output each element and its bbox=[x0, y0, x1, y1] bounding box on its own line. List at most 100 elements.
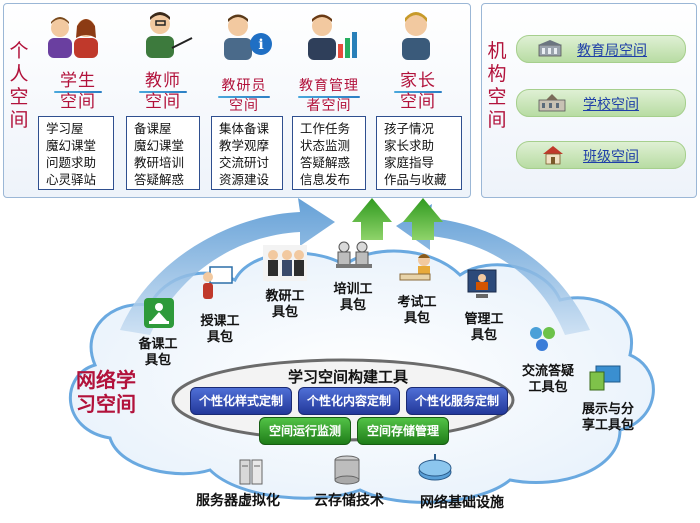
feature-item: 工作任务 bbox=[300, 121, 351, 136]
tool-label: 工具包 bbox=[528, 380, 568, 395]
feature-item: 备课屋 bbox=[134, 121, 172, 136]
network-space-title: 网络学 习空间 bbox=[76, 368, 136, 416]
svg-text:i: i bbox=[258, 37, 263, 53]
title-char: 间 bbox=[487, 109, 507, 131]
tool-label: 具包 bbox=[403, 311, 430, 326]
exam-toolkit: 考试工 具包 bbox=[391, 295, 443, 327]
green-arrow-left bbox=[352, 198, 392, 240]
management-toolkit: 管理工 具包 bbox=[458, 312, 510, 344]
network-title-line: 习空间 bbox=[76, 392, 136, 416]
role-student: 学生空间 bbox=[50, 72, 106, 111]
role-name: 教师空间 bbox=[135, 72, 191, 111]
qa-exchange-icon bbox=[530, 327, 555, 351]
role-parent: 家长空间 bbox=[390, 72, 446, 111]
content-customization-button[interactable]: 个性化内容定制 bbox=[298, 387, 400, 415]
tool-label: 享工具包 bbox=[581, 418, 634, 433]
feature-item: 家长求助 bbox=[384, 138, 435, 153]
tool-label: 授课工 bbox=[200, 314, 240, 329]
bureau-building-icon bbox=[538, 40, 562, 57]
manager-avatar-icon bbox=[308, 14, 357, 60]
role-manager: 教育管理者空间 bbox=[294, 78, 364, 115]
title-char: 间 bbox=[9, 109, 29, 131]
feature-item: 状态监测 bbox=[300, 138, 351, 153]
tool-label: 培训工 bbox=[333, 282, 373, 297]
network-router-icon bbox=[418, 454, 452, 481]
title-char: 机 bbox=[487, 40, 507, 62]
feature-item: 集体备课 bbox=[219, 121, 270, 136]
role-researcher: 教研员空间 bbox=[214, 78, 274, 115]
tool-label: 管理工 bbox=[464, 312, 504, 327]
bureau-space-label[interactable]: 教育局空间 bbox=[577, 43, 647, 59]
feature-item: 资源建设 bbox=[219, 172, 270, 187]
showcase-share-icon bbox=[589, 365, 621, 391]
style-customization-button[interactable]: 个性化样式定制 bbox=[190, 387, 292, 415]
tool-label: 具包 bbox=[339, 298, 366, 313]
network-infrastructure-label: 网络基础设施 bbox=[420, 495, 504, 511]
feature-item: 学习屋 bbox=[46, 121, 84, 136]
lesson-prep-icon bbox=[144, 298, 174, 328]
teaching-toolkit: 授课工 具包 bbox=[194, 314, 246, 346]
title-char: 人 bbox=[9, 63, 29, 85]
role-name: 家长空间 bbox=[390, 72, 446, 111]
feature-item: 教研培训 bbox=[134, 155, 185, 170]
cloud-storage-icon bbox=[334, 455, 360, 485]
feature-item: 心灵驿站 bbox=[46, 172, 97, 187]
network-title-line: 网络学 bbox=[76, 368, 136, 392]
feature-item: 教学观摩 bbox=[219, 138, 270, 153]
role-name: 学生空间 bbox=[50, 72, 106, 111]
green-arrow-right bbox=[403, 198, 443, 240]
space-storage-button[interactable]: 空间存储管理 bbox=[357, 417, 449, 445]
training-toolkit: 培训工 具包 bbox=[327, 282, 379, 314]
feature-item: 家庭指导 bbox=[384, 155, 435, 170]
exam-icon bbox=[399, 254, 431, 281]
bureau-space-link[interactable]: 教育局空间 bbox=[516, 35, 686, 63]
students-avatar-icon bbox=[48, 17, 98, 58]
research-toolkit: 教研工 具包 bbox=[259, 289, 311, 321]
role-name: 教研员空间 bbox=[214, 78, 274, 115]
right-curved-arrow bbox=[396, 204, 590, 335]
personal-space-title: 个 人 空 间 bbox=[8, 40, 30, 132]
left-curved-arrow bbox=[120, 198, 335, 335]
parent-features-box: 孩子情况 家长求助 家庭指导 作品与收藏 bbox=[376, 116, 462, 190]
parent-avatar-icon bbox=[402, 12, 430, 60]
teacher-features-box: 备课屋 魔幻课堂 教研培训 答疑解惑 bbox=[126, 116, 200, 190]
tool-label: 具包 bbox=[271, 305, 298, 320]
researcher-avatar-icon: i bbox=[224, 14, 272, 60]
tool-label: 具包 bbox=[470, 328, 497, 343]
showcase-share-toolkit: 展示与分 享工具包 bbox=[574, 402, 642, 434]
tool-label: 交流答疑 bbox=[521, 364, 574, 379]
class-space-link[interactable]: 班级空间 bbox=[516, 141, 686, 169]
management-icon bbox=[467, 269, 497, 298]
feature-item: 魔幻课堂 bbox=[134, 138, 185, 153]
role-teacher: 教师空间 bbox=[135, 72, 191, 111]
title-char: 构 bbox=[487, 63, 507, 85]
teacher-avatar-icon bbox=[146, 12, 193, 58]
qa-exchange-toolkit: 交流答疑 工具包 bbox=[516, 364, 580, 396]
researcher-features-box: 集体备课 教学观摩 交流研讨 资源建设 bbox=[211, 116, 283, 190]
student-features-box: 学习屋 魔幻课堂 问题求助 心灵驿站 bbox=[38, 116, 114, 190]
training-icon bbox=[336, 241, 372, 268]
research-icon bbox=[263, 245, 307, 281]
tool-label: 教研工 bbox=[265, 289, 305, 304]
feature-item: 交流研讨 bbox=[219, 155, 270, 170]
institution-space-title: 机 构 空 间 bbox=[486, 40, 508, 132]
class-space-label[interactable]: 班级空间 bbox=[583, 149, 639, 165]
teaching-icon bbox=[203, 266, 233, 299]
feature-item: 作品与收藏 bbox=[384, 172, 447, 187]
role-name: 教育管理者空间 bbox=[298, 78, 360, 114]
school-space-link[interactable]: 学校空间 bbox=[516, 89, 686, 117]
construction-tools-title: 学习空间构建工具 bbox=[287, 368, 408, 386]
feature-item: 答疑解惑 bbox=[300, 155, 351, 170]
tool-label: 考试工 bbox=[397, 295, 437, 310]
feature-item: 孩子情况 bbox=[384, 121, 435, 136]
manager-features-box: 工作任务 状态监测 答疑解惑 信息发布 bbox=[292, 116, 366, 190]
title-char: 空 bbox=[487, 86, 507, 108]
tool-label: 展示与分 bbox=[581, 402, 634, 417]
space-monitoring-button[interactable]: 空间运行监测 bbox=[259, 417, 351, 445]
service-customization-button[interactable]: 个性化服务定制 bbox=[406, 387, 508, 415]
title-char: 空 bbox=[9, 86, 29, 108]
lesson-prep-toolkit: 备课工 具包 bbox=[132, 337, 184, 369]
tool-label: 具包 bbox=[206, 330, 233, 345]
feature-item: 问题求助 bbox=[46, 155, 97, 170]
school-space-label[interactable]: 学校空间 bbox=[583, 97, 639, 113]
